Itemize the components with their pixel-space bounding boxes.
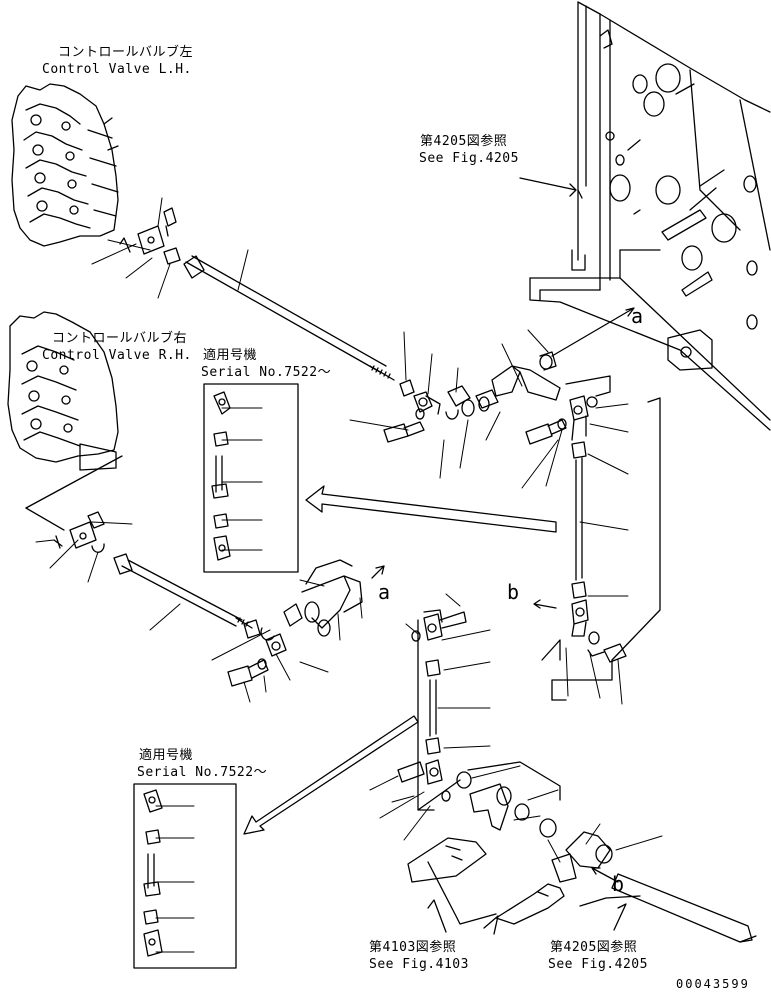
callout-b-lower: b [612, 872, 625, 896]
lower-lever-group [408, 762, 756, 942]
drawing-code: 00043599 [676, 977, 750, 991]
see-fig-4205-bottom-jp: 第4205図参照 [550, 940, 638, 955]
right-vertical-rod-upper [526, 396, 626, 662]
see-fig-4103-jp: 第4103図参照 [369, 940, 457, 955]
frame-plate [530, 2, 770, 430]
control-valve-rh [8, 312, 118, 470]
control-valve-lh-jp: コントロールバルブ左 [58, 45, 194, 60]
serial-lower-en: Serial No.7522～ [137, 765, 268, 780]
see-fig-4103-en: See Fig.4103 [369, 957, 469, 972]
see-fig-4205-bottom-en: See Fig.4205 [548, 957, 648, 972]
callout-a-lower: a [378, 580, 391, 604]
serial-upper-en: Serial No.7522～ [201, 365, 332, 380]
upper-lever [446, 352, 560, 419]
reference-arrows[interactable] [244, 178, 640, 934]
lower-rod-assembly [26, 456, 362, 686]
serial-box-lower [134, 784, 236, 968]
serial-upper-jp: 適用号機 [203, 348, 258, 363]
right-group-frame [552, 376, 660, 700]
control-valve-rh-jp: コントロールバルブ右 [52, 331, 188, 346]
serial-box-upper [204, 384, 298, 572]
control-valve-lh-en: Control Valve L.H. [42, 62, 192, 77]
upper-rod-assembly [120, 208, 440, 442]
see-fig-4205-top-jp: 第4205図参照 [420, 134, 508, 149]
serial-lower-jp: 適用号機 [139, 748, 194, 763]
see-fig-4205-top-en: See Fig.4205 [419, 151, 519, 166]
center-vertical-rod [398, 610, 466, 810]
control-valve-rh-en: Control Valve R.H. [42, 348, 192, 363]
control-valve-lh [12, 84, 118, 246]
callout-b-middle: b [507, 580, 520, 604]
callout-a-upper: a [631, 304, 644, 328]
leader-lines [36, 198, 662, 952]
